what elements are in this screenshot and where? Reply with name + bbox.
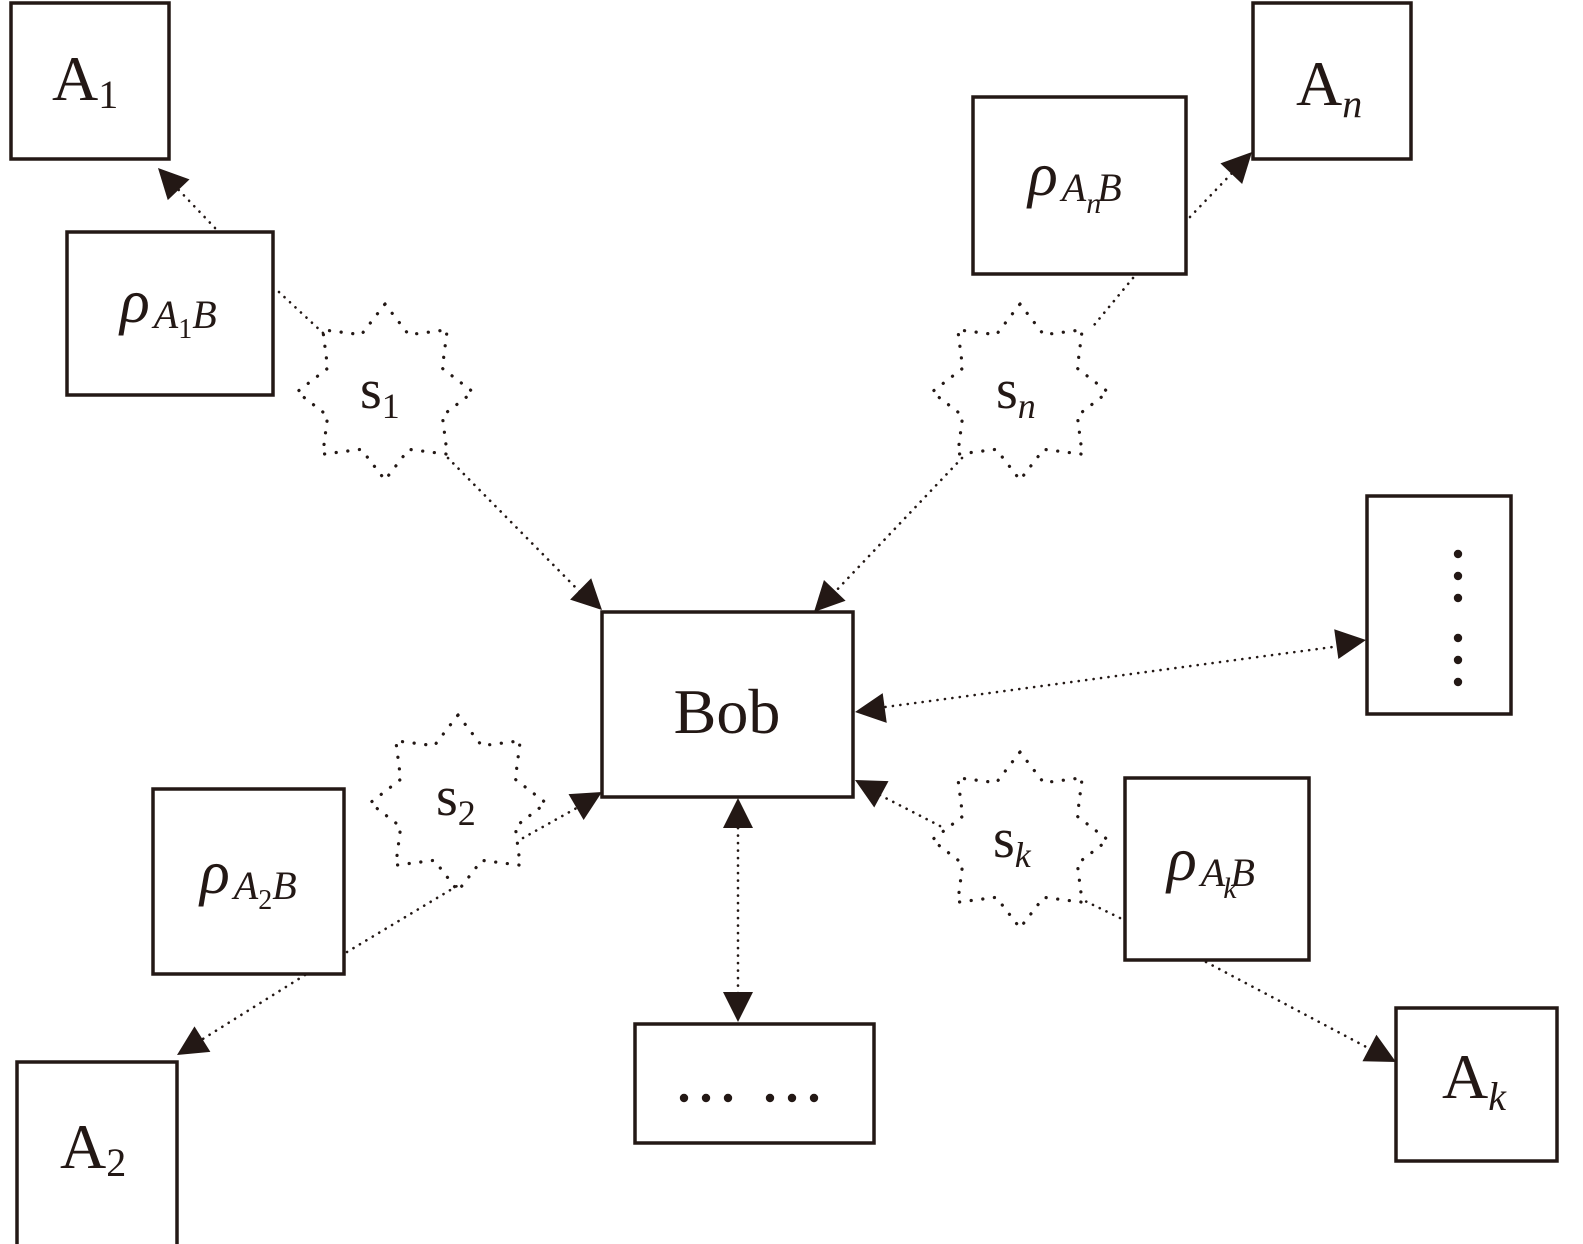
ellipsis-dot <box>765 1093 775 1103</box>
node-more-bottom[interactable] <box>633 1022 876 1145</box>
edge-rho-anb-to-sn <box>1088 276 1135 332</box>
arrowheads <box>158 152 1396 1062</box>
edge-rho-a2b-to-s2 <box>345 881 464 954</box>
arrowhead-bob-right-near <box>855 693 887 723</box>
node-bob[interactable]: Bob <box>600 610 855 799</box>
arrowhead-s1-to-bob <box>570 578 602 610</box>
ellipsis-dot <box>809 1093 819 1103</box>
arrowhead-sn-to-bob <box>814 579 846 612</box>
arrowhead-to-a2 <box>177 1026 211 1055</box>
edge-rho-a2b-to-a2 <box>196 973 307 1044</box>
ellipsis-dot <box>1453 549 1463 559</box>
ellipsis-dot <box>679 1093 689 1103</box>
node-an[interactable]: An <box>1251 1 1413 161</box>
ellipsis-dot <box>1453 677 1463 687</box>
a1-label: A1 <box>52 43 118 117</box>
ellipsis-dot <box>1453 655 1463 665</box>
edge-rho-a1b-to-a1 <box>173 184 217 230</box>
arrowhead-sk-to-bob <box>855 780 889 808</box>
ellipsis-dot <box>723 1093 733 1103</box>
sk-label: sk <box>993 808 1032 875</box>
edge-s2-to-bob <box>521 803 584 840</box>
arrowhead-to-ak <box>1362 1034 1396 1062</box>
edge-rho-anb-to-an <box>1188 170 1235 219</box>
a2-label: A2 <box>60 1111 126 1185</box>
edge-bob-to-more-right <box>876 644 1342 710</box>
bob-label: Bob <box>674 676 781 747</box>
ellipsis-dot <box>701 1093 711 1103</box>
arrowhead-s2-to-bob <box>568 792 602 821</box>
vertical-ellipsis-icon <box>1453 549 1463 687</box>
node-a1[interactable]: A1 <box>9 1 171 161</box>
edge-rho-akb-to-sk <box>1081 898 1122 920</box>
arrowhead-to-an <box>1220 152 1252 185</box>
arrowhead-bob-bottom-far <box>723 992 753 1022</box>
edge-sn-to-bob <box>831 456 964 596</box>
node-more-right[interactable] <box>1365 494 1513 716</box>
horizontal-ellipsis-icon <box>679 1093 819 1103</box>
edge-rho-akb-to-ak <box>1204 960 1374 1052</box>
s2-label: s2 <box>436 766 476 833</box>
edge-rho-a1b-to-s1 <box>277 290 325 335</box>
ellipsis-dot <box>1453 571 1463 581</box>
ak-label: Ak <box>1442 1041 1507 1119</box>
ellipsis-dot <box>1453 593 1463 603</box>
arrowhead-bob-right-far <box>1334 629 1366 659</box>
connectors <box>173 170 1374 1052</box>
sn-label: sn <box>996 359 1036 426</box>
node-a2[interactable]: A2 <box>15 1060 179 1244</box>
s1-label: s1 <box>360 359 400 426</box>
an-label: An <box>1296 48 1362 126</box>
edge-s1-to-bob <box>446 456 586 598</box>
ellipsis-dot <box>787 1093 797 1103</box>
ellipsis-dot <box>1453 633 1463 643</box>
edge-sk-to-bob <box>872 790 942 828</box>
arrowhead-bob-bottom-near <box>723 798 753 828</box>
node-ak[interactable]: Ak <box>1394 1006 1559 1163</box>
arrowhead-to-a1 <box>158 168 190 201</box>
